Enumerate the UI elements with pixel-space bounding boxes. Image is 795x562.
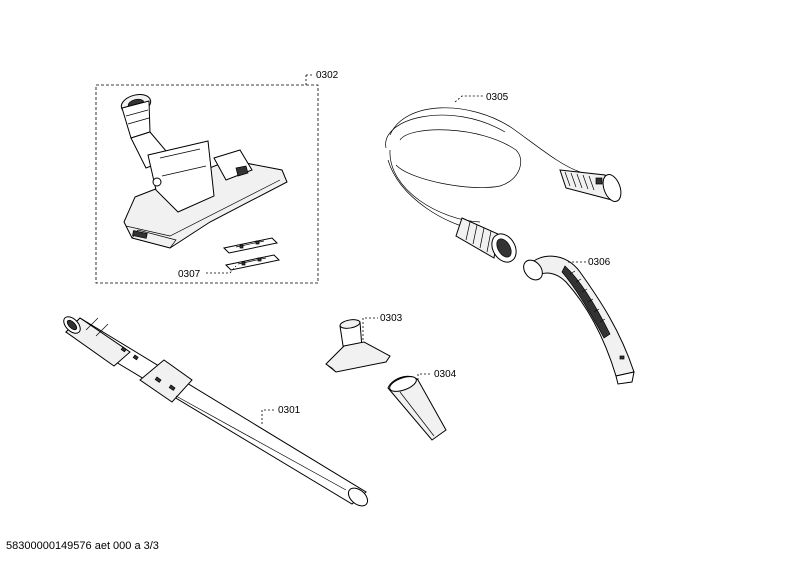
part-label-brush-strips: 0307: [178, 269, 201, 280]
floor-brush-group-frame: [95, 84, 319, 284]
part-label-floor-brush: 0302: [316, 70, 339, 81]
part-label-telescopic-tube: 0301: [278, 405, 301, 416]
telescopic-tube-drawing: [63, 316, 369, 507]
crevice-nozzle-drawing: [387, 373, 447, 441]
hose-drawing: [385, 95, 622, 263]
part-label-hose: 0305: [486, 92, 509, 103]
floor-brush-drawing: [120, 93, 288, 249]
part-label-upholstery-nozzle: 0303: [380, 313, 403, 324]
brush-strips-drawing: [206, 237, 281, 274]
part-label-crevice-nozzle: 0304: [434, 369, 457, 380]
upholstery-nozzle-drawing: [325, 317, 391, 373]
floor-brush-group: [95, 74, 319, 284]
part-label-hose-handle: 0306: [588, 257, 611, 268]
document-code: 58300000149576 aet 000 a 3/3: [6, 540, 159, 552]
hose-handle-drawing: [523, 255, 635, 385]
